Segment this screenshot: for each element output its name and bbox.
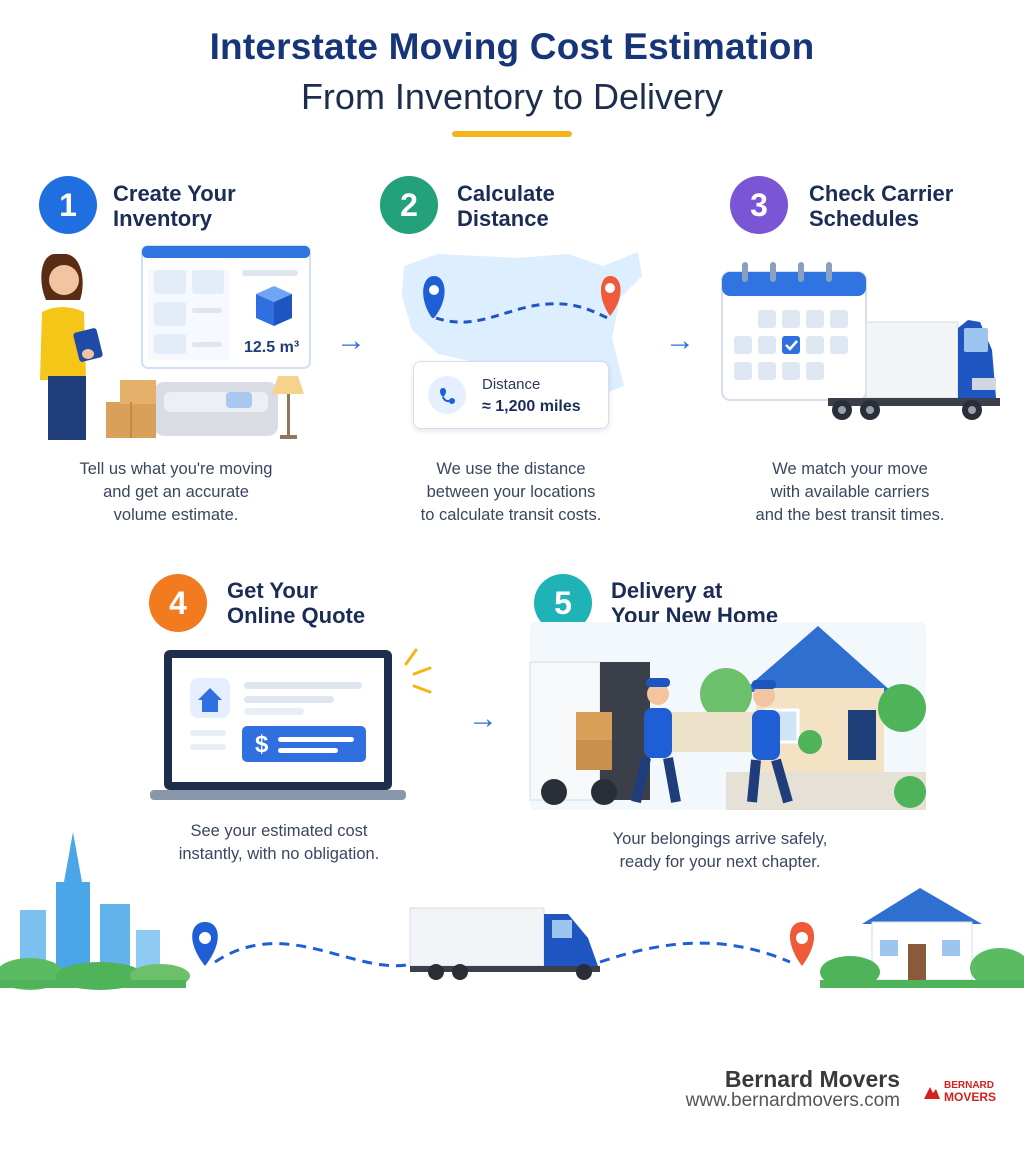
route-banner-illustration (0, 832, 1024, 990)
laptop-quote-illustration (150, 648, 432, 800)
distance-value: ≈ 1,200 miles (482, 398, 581, 415)
step-5-title: Delivery at Your New Home (611, 578, 779, 628)
page-subtitle: From Inventory to Delivery (300, 76, 724, 117)
step-3-title: Check Carrier Schedules (809, 181, 954, 231)
arrow-right-icon: → (665, 324, 695, 357)
step-3-description: We match your move with available carrie… (755, 460, 945, 524)
delivery-illustration (529, 622, 926, 810)
step-2-badge: 2 (380, 176, 438, 234)
step-4-badge: 4 (149, 574, 207, 632)
logo-mark-icon (924, 1087, 940, 1099)
step-4-title: Get Your Online Quote (227, 578, 366, 628)
step-5-description: Your belongings arrive safely, ready for… (612, 830, 828, 871)
title-underline (452, 131, 572, 137)
inventory-volume: 12.5 m³ (244, 339, 300, 356)
inventory-illustration (40, 245, 311, 440)
calendar-truck-illustration (721, 262, 1000, 420)
step-1-description: Tell us what you're moving and get an ac… (79, 460, 273, 524)
step-3-badge: 3 (730, 176, 788, 234)
page-title: Interstate Moving Cost Estimation (209, 26, 815, 67)
distance-card: Distance ≈ 1,200 miles (413, 361, 609, 429)
step-4-description: See your estimated cost instantly, with … (178, 822, 380, 863)
arrow-right-icon: → (336, 324, 366, 357)
route-icon (428, 376, 466, 414)
logo-text-top: BERNARD (944, 1080, 994, 1091)
distance-label: Distance (482, 376, 541, 393)
brand-url[interactable]: www.bernardmovers.com (685, 1090, 900, 1111)
step-2-title: Calculate Distance (457, 181, 555, 231)
dollar-sign-icon: $ (255, 731, 269, 758)
logo-text-bottom: MOVERS (944, 1090, 997, 1104)
step-2-description: We use the distance between your locatio… (420, 460, 602, 524)
house-icon (190, 678, 230, 718)
us-map-illustration (402, 252, 642, 396)
brand-name: Bernard Movers (724, 1066, 900, 1092)
step-1-badge: 1 (39, 176, 97, 234)
step-1-title: Create Your Inventory (113, 181, 236, 231)
bernard-movers-logo: BERNARD MOVERS (922, 1080, 1006, 1106)
arrow-right-icon: → (468, 702, 498, 735)
